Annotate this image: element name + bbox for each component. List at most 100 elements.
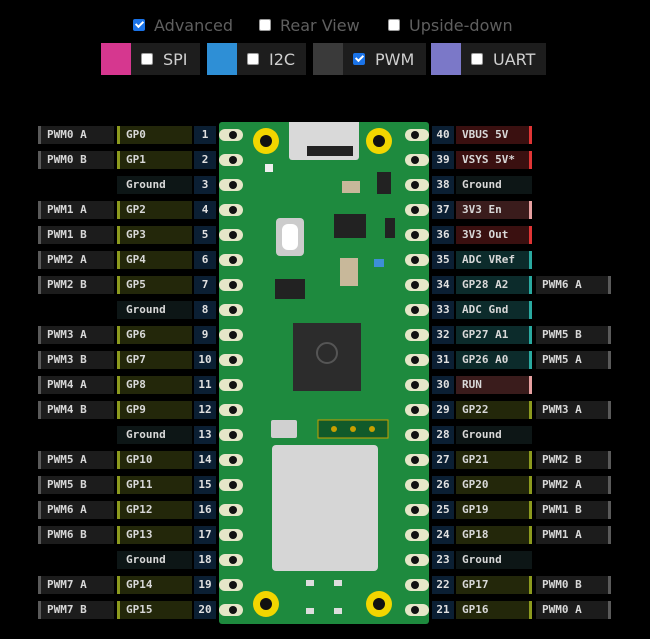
- adc-label[interactable]: ADC VRef: [456, 251, 532, 269]
- gpio-label[interactable]: GP8: [117, 376, 192, 394]
- gpio-label[interactable]: GP21: [456, 451, 532, 469]
- gpio-label[interactable]: GP19: [456, 501, 532, 519]
- pwm-label[interactable]: PWM5 B: [536, 326, 611, 344]
- adc-label[interactable]: ADC Gnd: [456, 301, 532, 319]
- power5-label[interactable]: VBUS 5V: [456, 126, 532, 144]
- pwm-label[interactable]: PWM6 A: [38, 501, 114, 519]
- pwm-label[interactable]: PWM2 A: [38, 251, 114, 269]
- pwm-label[interactable]: PWM6 A: [536, 276, 611, 294]
- checkbox[interactable]: [259, 19, 271, 31]
- pwm-label[interactable]: PWM0 A: [536, 601, 611, 619]
- power5-label[interactable]: 3V3 Out: [456, 226, 532, 244]
- checkbox[interactable]: [353, 53, 365, 65]
- gpio-label[interactable]: GP14: [117, 576, 192, 594]
- option-rear-view[interactable]: Rear View: [259, 14, 360, 36]
- pwm-label[interactable]: PWM2 B: [536, 451, 611, 469]
- ground-label[interactable]: Ground: [117, 176, 192, 194]
- ground-label[interactable]: Ground: [456, 551, 532, 569]
- pwm-label[interactable]: PWM5 A: [536, 351, 611, 369]
- gpio-label[interactable]: GP9: [117, 401, 192, 419]
- option-advanced[interactable]: Advanced: [133, 14, 233, 36]
- header-hole: [229, 531, 237, 539]
- header-hole: [411, 331, 419, 339]
- pwm-label[interactable]: PWM3 A: [38, 326, 114, 344]
- gpio-label[interactable]: GP18: [456, 526, 532, 544]
- gpio-label[interactable]: GP15: [117, 601, 192, 619]
- header-hole: [229, 381, 237, 389]
- gpio-label[interactable]: GP12: [117, 501, 192, 519]
- pwm-label[interactable]: PWM7 B: [38, 601, 114, 619]
- adc-label[interactable]: GP28 A2: [456, 276, 532, 294]
- adc-label[interactable]: GP27 A1: [456, 326, 532, 344]
- header-hole: [229, 456, 237, 464]
- en-label[interactable]: RUN: [456, 376, 532, 394]
- gpio-label[interactable]: GP10: [117, 451, 192, 469]
- checkbox[interactable]: [133, 19, 145, 31]
- pwm-label[interactable]: PWM6 B: [38, 526, 114, 544]
- pin-number: 25: [432, 501, 454, 519]
- pwm-label[interactable]: PWM1 A: [38, 201, 114, 219]
- pwm-label[interactable]: PWM0 B: [38, 151, 114, 169]
- checkbox[interactable]: [471, 53, 483, 65]
- pwm-label[interactable]: PWM3 A: [536, 401, 611, 419]
- checkbox[interactable]: [141, 53, 153, 65]
- pwm-label[interactable]: PWM5 A: [38, 451, 114, 469]
- filter-uart[interactable]: UART: [431, 43, 546, 75]
- ground-label[interactable]: Ground: [117, 551, 192, 569]
- gpio-label[interactable]: GP3: [117, 226, 192, 244]
- gpio-label[interactable]: GP1: [117, 151, 192, 169]
- ground-label[interactable]: Ground: [117, 301, 192, 319]
- pin-number: 3: [194, 176, 216, 194]
- pin-number: 39: [432, 151, 454, 169]
- header-hole: [411, 581, 419, 589]
- header-hole: [229, 131, 237, 139]
- header-hole: [229, 431, 237, 439]
- gpio-label[interactable]: GP7: [117, 351, 192, 369]
- gpio-label[interactable]: GP16: [456, 601, 532, 619]
- checkbox[interactable]: [388, 19, 400, 31]
- gpio-label[interactable]: GP0: [117, 126, 192, 144]
- adc-label[interactable]: GP26 A0: [456, 351, 532, 369]
- pwm-label[interactable]: PWM5 B: [38, 476, 114, 494]
- header-hole: [411, 231, 419, 239]
- gpio-label[interactable]: GP6: [117, 326, 192, 344]
- header-hole: [229, 231, 237, 239]
- pwm-label[interactable]: PWM4 A: [38, 376, 114, 394]
- pwm-label[interactable]: PWM2 B: [38, 276, 114, 294]
- pwm-label[interactable]: PWM3 B: [38, 351, 114, 369]
- header-hole: [411, 206, 419, 214]
- gpio-label[interactable]: GP17: [456, 576, 532, 594]
- en-label[interactable]: 3V3 En: [456, 201, 532, 219]
- filter-i2c[interactable]: I2C: [207, 43, 306, 75]
- header-hole: [229, 181, 237, 189]
- filter-pwm[interactable]: PWM: [313, 43, 426, 75]
- power5-label[interactable]: VSYS 5V*: [456, 151, 532, 169]
- gpio-label[interactable]: GP20: [456, 476, 532, 494]
- pwm-label[interactable]: PWM1 B: [536, 501, 611, 519]
- pin-number: 24: [432, 526, 454, 544]
- gpio-label[interactable]: GP11: [117, 476, 192, 494]
- option-upside-down[interactable]: Upside-down: [388, 14, 513, 36]
- right-header-holes: [405, 129, 429, 616]
- pwm-label[interactable]: PWM7 A: [38, 576, 114, 594]
- ground-label[interactable]: Ground: [117, 426, 192, 444]
- gpio-label[interactable]: GP22: [456, 401, 532, 419]
- checkbox[interactable]: [247, 53, 259, 65]
- pwm-label[interactable]: PWM4 B: [38, 401, 114, 419]
- pwm-label[interactable]: PWM0 A: [38, 126, 114, 144]
- gpio-label[interactable]: GP13: [117, 526, 192, 544]
- gpio-label[interactable]: GP4: [117, 251, 192, 269]
- header-hole: [411, 556, 419, 564]
- component: [377, 172, 391, 194]
- filter-spi[interactable]: SPI: [101, 43, 200, 75]
- pin-number: 32: [432, 326, 454, 344]
- gpio-label[interactable]: GP2: [117, 201, 192, 219]
- pwm-label[interactable]: PWM1 B: [38, 226, 114, 244]
- pwm-label[interactable]: PWM2 A: [536, 476, 611, 494]
- ground-label[interactable]: Ground: [456, 176, 532, 194]
- gpio-label[interactable]: GP5: [117, 276, 192, 294]
- pwm-label[interactable]: PWM0 B: [536, 576, 611, 594]
- pwm-label[interactable]: PWM1 A: [536, 526, 611, 544]
- filter-label: SPI: [163, 49, 188, 69]
- ground-label[interactable]: Ground: [456, 426, 532, 444]
